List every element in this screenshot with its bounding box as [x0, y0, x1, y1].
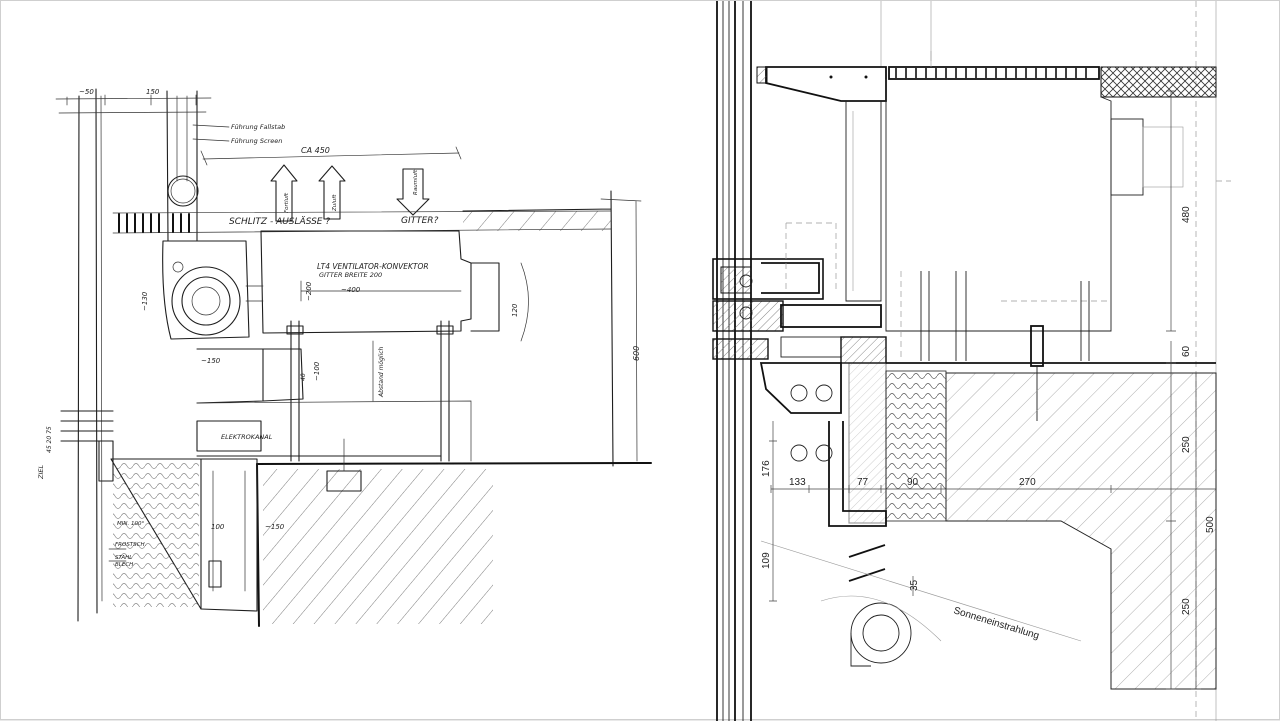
window-profile	[712, 258, 887, 364]
dim-60: 60	[1181, 345, 1192, 357]
svg-text:45 20 75: 45 20 75	[46, 426, 53, 453]
dim-270: 270	[1019, 477, 1036, 488]
dim-500: 500	[1205, 516, 1216, 533]
svg-text:120: 120	[511, 303, 519, 317]
svg-text:Führung Fallstab: Führung Fallstab	[231, 123, 285, 131]
svg-text:GITTER BREITE 200: GITTER BREITE 200	[319, 271, 382, 279]
dim-77: 77	[857, 477, 869, 488]
svg-text:~150: ~150	[201, 357, 221, 365]
svg-text:~400: ~400	[341, 286, 361, 294]
cad-section: Sonneneinstrahlung	[712, 1, 1231, 721]
svg-text:~150: ~150	[265, 523, 285, 531]
dim-250-upper: 250	[1181, 436, 1192, 453]
dim-35: 35	[909, 579, 920, 591]
svg-text:BLECH: BLECH	[115, 562, 133, 568]
dim-90: 90	[907, 477, 919, 488]
sun-annotation: Sonneneinstrahlung	[952, 605, 1040, 642]
svg-text:Zuluft: Zuluft	[332, 194, 338, 212]
svg-text:Führung Screen: Führung Screen	[231, 137, 282, 145]
svg-text:STAHL: STAHL	[115, 555, 132, 561]
svg-text:ELEKTROKANAL: ELEKTROKANAL	[221, 433, 273, 441]
svg-text:40: 40	[300, 373, 307, 381]
svg-text:100: 100	[211, 523, 225, 531]
svg-text:Fortluft: Fortluft	[284, 192, 290, 213]
dim-176: 176	[761, 460, 772, 477]
svg-text:MIN. 100°: MIN. 100°	[117, 521, 144, 527]
svg-text:FROSTSCH.: FROSTSCH.	[115, 542, 147, 548]
svg-text:GITTER?: GITTER?	[401, 216, 439, 226]
cad-dimension-labels: 480 60 250 500 250 176 133 77 90 270 109…	[761, 206, 1216, 615]
dim-480: 480	[1181, 206, 1192, 223]
svg-text:ZIEL: ZIEL	[37, 465, 45, 480]
dim-250-lower: 250	[1181, 598, 1192, 615]
svg-text:150: 150	[146, 88, 160, 96]
svg-text:~130: ~130	[141, 291, 149, 311]
svg-text:~50: ~50	[79, 88, 94, 96]
svg-text:SCHLITZ - AUSLÄSSE ?: SCHLITZ - AUSLÄSSE ?	[229, 216, 330, 227]
dim-133: 133	[789, 477, 806, 488]
svg-text:Raumluft: Raumluft	[413, 169, 419, 195]
svg-text:LT4 VENTILATOR-KONVEKTOR: LT4 VENTILATOR-KONVEKTOR	[317, 262, 429, 271]
svg-text:Abstand möglich: Abstand möglich	[378, 346, 385, 398]
dim-109: 109	[761, 552, 772, 569]
svg-text:~100: ~100	[313, 361, 321, 381]
svg-text:600: 600	[632, 346, 641, 361]
svg-text:CA 450: CA 450	[301, 146, 330, 155]
hand-sketch: ~50 150 Führung Fallstab Führung Screen …	[37, 88, 652, 627]
